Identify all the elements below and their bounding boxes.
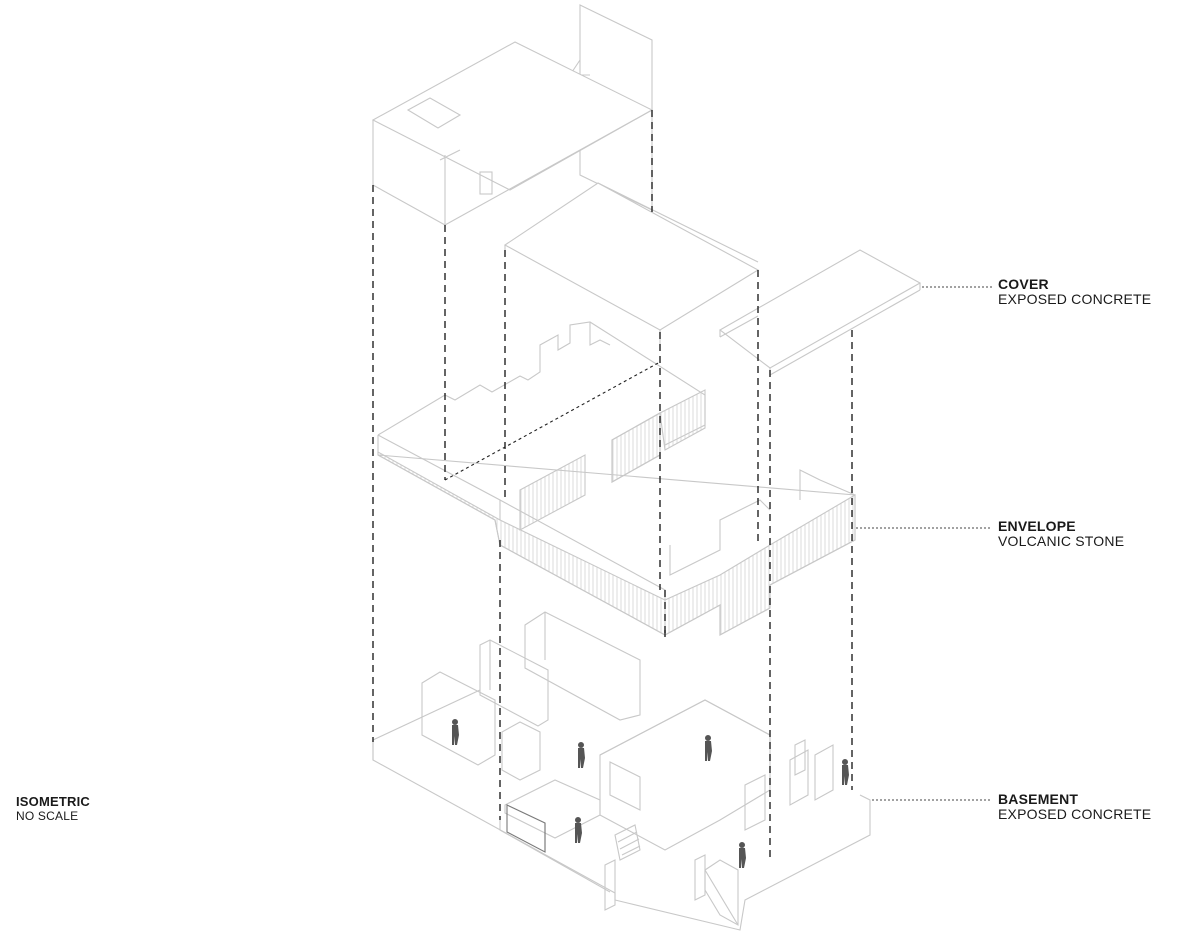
layer-material: VOLCANIC STONE <box>998 533 1125 549</box>
person-figure <box>578 742 585 768</box>
person-figure <box>452 719 459 745</box>
view-subtitle: NO SCALE <box>16 809 79 823</box>
person-figure <box>739 842 746 868</box>
cover-layer <box>371 4 922 376</box>
envelope-label: ENVELOPE VOLCANIC STONE <box>998 519 1124 549</box>
layer-material: EXPOSED CONCRETE <box>998 291 1152 307</box>
person-figure <box>575 817 582 843</box>
layer-name: COVER <box>998 276 1049 292</box>
view-title: ISOMETRIC <box>16 794 91 809</box>
cover-label: COVER EXPOSED CONCRETE <box>998 277 1151 307</box>
person-figure <box>705 735 712 761</box>
projection-lines <box>372 110 853 860</box>
leader-lines <box>856 286 992 801</box>
view-label: ISOMETRIC NO SCALE <box>16 794 91 824</box>
layer-material: EXPOSED CONCRETE <box>998 806 1152 822</box>
person-figure <box>842 759 849 785</box>
layer-name: ENVELOPE <box>998 518 1076 534</box>
basement-layer <box>372 611 871 931</box>
layer-name: BASEMENT <box>998 791 1079 807</box>
envelope-layer <box>377 321 856 636</box>
basement-label: BASEMENT EXPOSED CONCRETE <box>998 792 1151 822</box>
human-figures <box>452 719 849 868</box>
